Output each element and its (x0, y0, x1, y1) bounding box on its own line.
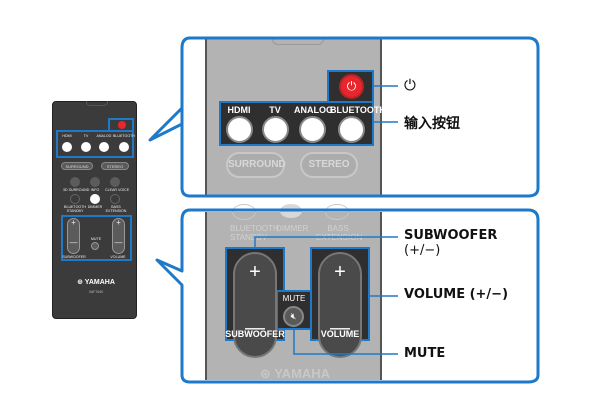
subwoofer-label: SUBWOOFER (225, 329, 285, 339)
bass-label-ghost: BASS (327, 224, 349, 233)
subwoofer-label-small: SUBWOOFER (62, 255, 86, 259)
hdmi-button[interactable] (226, 116, 253, 143)
analog-label-small: ANALOG (96, 134, 112, 138)
stereo-button-small: STEREO (101, 162, 129, 170)
hdmi-label: HDMI (227, 105, 251, 115)
bluetooth-button-small (119, 142, 129, 152)
mute-leader-line (293, 330, 398, 355)
info-label-small: INFO (90, 188, 100, 192)
speaker-muted-icon: 🔇︎ (290, 311, 297, 321)
subwoofer-rocker[interactable]: + — (233, 252, 277, 358)
bluetooth-label: BLUETOOTH (330, 105, 386, 115)
dimmer-label-small: DIMMER (87, 205, 103, 209)
subwoofer-callout-label: SUBWOOFER (404, 228, 498, 243)
remote-control-overview: HDMI TV ANALOG BLUETOOTH SURROUND STEREO… (52, 101, 137, 319)
inputs-highlight (219, 101, 374, 146)
yamaha-logo-small: ⊛ YAMAHA (77, 279, 115, 286)
bass-extension-button-small (110, 194, 120, 204)
inputs-callout-label: 输入按钮 (404, 116, 460, 132)
plus-sign: + (71, 218, 76, 227)
top-callout-frame (148, 36, 540, 198)
bluetooth-label-small: BLUETOOTH (113, 134, 135, 138)
highlight-inputs (56, 130, 134, 158)
power-icon: ⏻ (346, 79, 357, 93)
surround-button-small: SURROUND (61, 162, 93, 170)
tv-label: TV (269, 105, 281, 115)
surround-button[interactable]: SURROUND (226, 152, 286, 178)
yamaha-logo: ⊛ YAMAHA (259, 366, 331, 380)
volume-label-small: VOLUME (110, 255, 126, 259)
analog-label: ANALOG (294, 105, 333, 115)
subwoofer-leader-line (254, 236, 398, 247)
highlight-volume (61, 215, 132, 261)
tv-button[interactable] (262, 116, 289, 143)
bluetooth-label-ghost: BLUETOOTH (230, 224, 279, 233)
mute-button[interactable]: 🔇︎ (283, 306, 304, 327)
highlight-power (108, 118, 134, 132)
clear-voice-label-small: CLEAR VOICE (105, 188, 130, 192)
minus-sign: — (69, 238, 78, 247)
power-highlight (327, 70, 374, 103)
dimmer-label-ghost: DIMMER (276, 224, 309, 233)
power-callout-label: ⏻ (404, 76, 416, 94)
analog-button[interactable] (299, 116, 326, 143)
volume-minus-button[interactable]: — (330, 317, 350, 339)
remote-top-notch (86, 101, 108, 106)
hdmi-label-small: HDMI (62, 134, 72, 138)
subwoofer-rocker-small: +— (67, 218, 80, 254)
tv-label-small: TV (83, 134, 89, 138)
bluetooth-standby-label-small: BLUETOOTH STANDBY (64, 205, 86, 213)
subwoofer-callout-range: (+/−) (404, 243, 441, 258)
tv-button-small (81, 142, 91, 152)
volume-plus-button[interactable]: + (334, 261, 346, 283)
brand-name: YAMAHA (274, 366, 331, 380)
bottom-callout-frame (155, 208, 540, 384)
subwoofer-plus-button[interactable]: + (249, 261, 261, 283)
bluetooth-button[interactable] (338, 116, 365, 143)
plus-sign: + (116, 218, 121, 227)
mute-button-small (91, 242, 99, 250)
stereo-button[interactable]: STEREO (300, 152, 358, 178)
minus-sign: — (114, 238, 123, 247)
mute-label: MUTE (282, 294, 306, 303)
bass-extension-button[interactable] (325, 204, 349, 220)
bluetooth-standby-button-small (70, 194, 80, 204)
mute-callout-label: MUTE (404, 346, 446, 361)
bluetooth-standby-button[interactable] (232, 204, 256, 220)
bass-extension-label-small: BASS EXTENSION (105, 205, 127, 213)
power-button[interactable]: ⏻ (339, 74, 364, 99)
volume-rocker-small: +— (112, 218, 125, 254)
clear-voice-button-small (110, 177, 120, 187)
analog-button-small (99, 142, 109, 152)
3d-surround-label-small: 3D SURROUND (63, 188, 90, 192)
subwoofer-minus-button[interactable]: — (245, 317, 265, 339)
standby-label-ghost: STANDBY (230, 233, 268, 242)
3d-surround-button-small (70, 177, 80, 187)
volume-rocker[interactable]: + — (318, 252, 362, 358)
model-number-small: VAF7640 (88, 290, 104, 294)
brand-name: YAMAHA (84, 279, 115, 286)
info-button-small (90, 177, 100, 187)
power-button-small (118, 121, 126, 129)
hdmi-button-small (62, 142, 72, 152)
volume-label: VOLUME (320, 329, 360, 339)
mute-label-small: MUTE (90, 237, 102, 241)
dimmer-button-small (90, 194, 100, 204)
volume-callout-label: VOLUME (+/−) (404, 287, 509, 302)
